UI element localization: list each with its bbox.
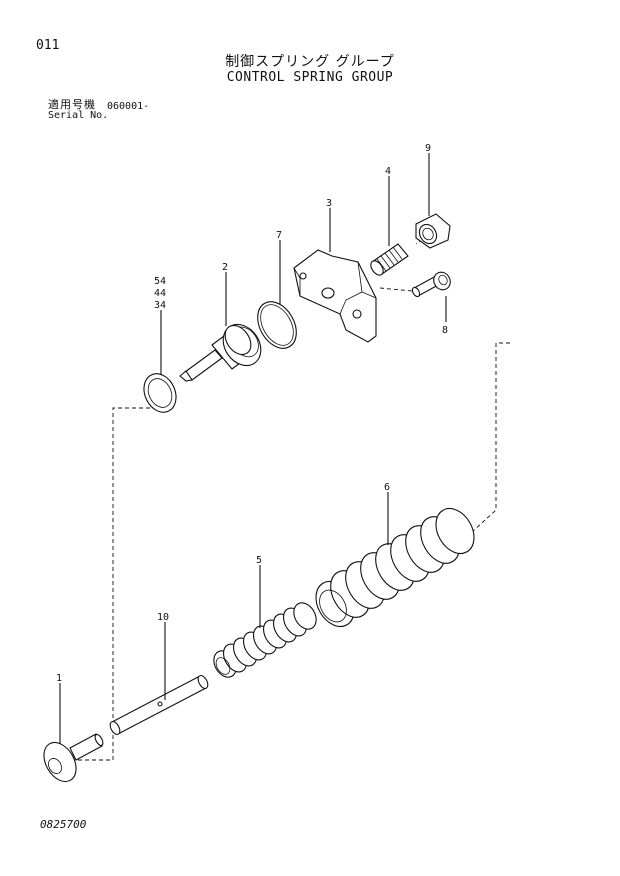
callout-part-5: 5: [256, 555, 262, 566]
leader-lines: [59, 153, 447, 744]
callout-part-4: 4: [385, 166, 391, 177]
page-title-english: CONTROL SPRING GROUP: [226, 70, 394, 85]
serial-label-english: Serial No.: [48, 110, 109, 121]
drawing-number: 0825700: [40, 818, 87, 831]
shim-washer-part-34: [143, 373, 177, 413]
callout-part-8: 8: [442, 325, 448, 336]
o-ring-part-7: [257, 301, 297, 349]
page-title-japanese: 制御スプリング グループ: [225, 54, 395, 70]
serial-label-japanese: 適用号機: [48, 98, 96, 111]
inner-spring-part-5: [213, 602, 317, 678]
callout-part-44: 44: [154, 288, 166, 299]
callout-part-2: 2: [222, 262, 228, 273]
spring-seat-part-1: [43, 733, 104, 783]
callout-numbers: 9 4 3 7 2 54 44 34 8 6 5 10 1: [56, 143, 448, 684]
spool-part-2: [179, 323, 262, 382]
socket-bolt-part-8: [411, 271, 451, 298]
callout-part-3: 3: [326, 198, 332, 209]
adjusting-screw-part-4: [370, 243, 409, 276]
callout-part-7: 7: [276, 230, 282, 241]
page-number: 011: [36, 38, 60, 53]
cover-plate-part-3: [293, 249, 377, 343]
callout-part-6: 6: [384, 482, 390, 493]
callout-part-1: 1: [56, 673, 62, 684]
callout-part-10: 10: [157, 612, 169, 623]
callout-part-34: 34: [154, 300, 166, 311]
callout-part-9: 9: [425, 143, 431, 154]
pin-part-10: [109, 674, 209, 736]
serial-number-range: 060001-: [107, 101, 150, 112]
callout-part-54: 54: [154, 276, 166, 287]
lock-nut-part-9: [415, 213, 451, 249]
outer-spring-part-6: [315, 507, 475, 628]
